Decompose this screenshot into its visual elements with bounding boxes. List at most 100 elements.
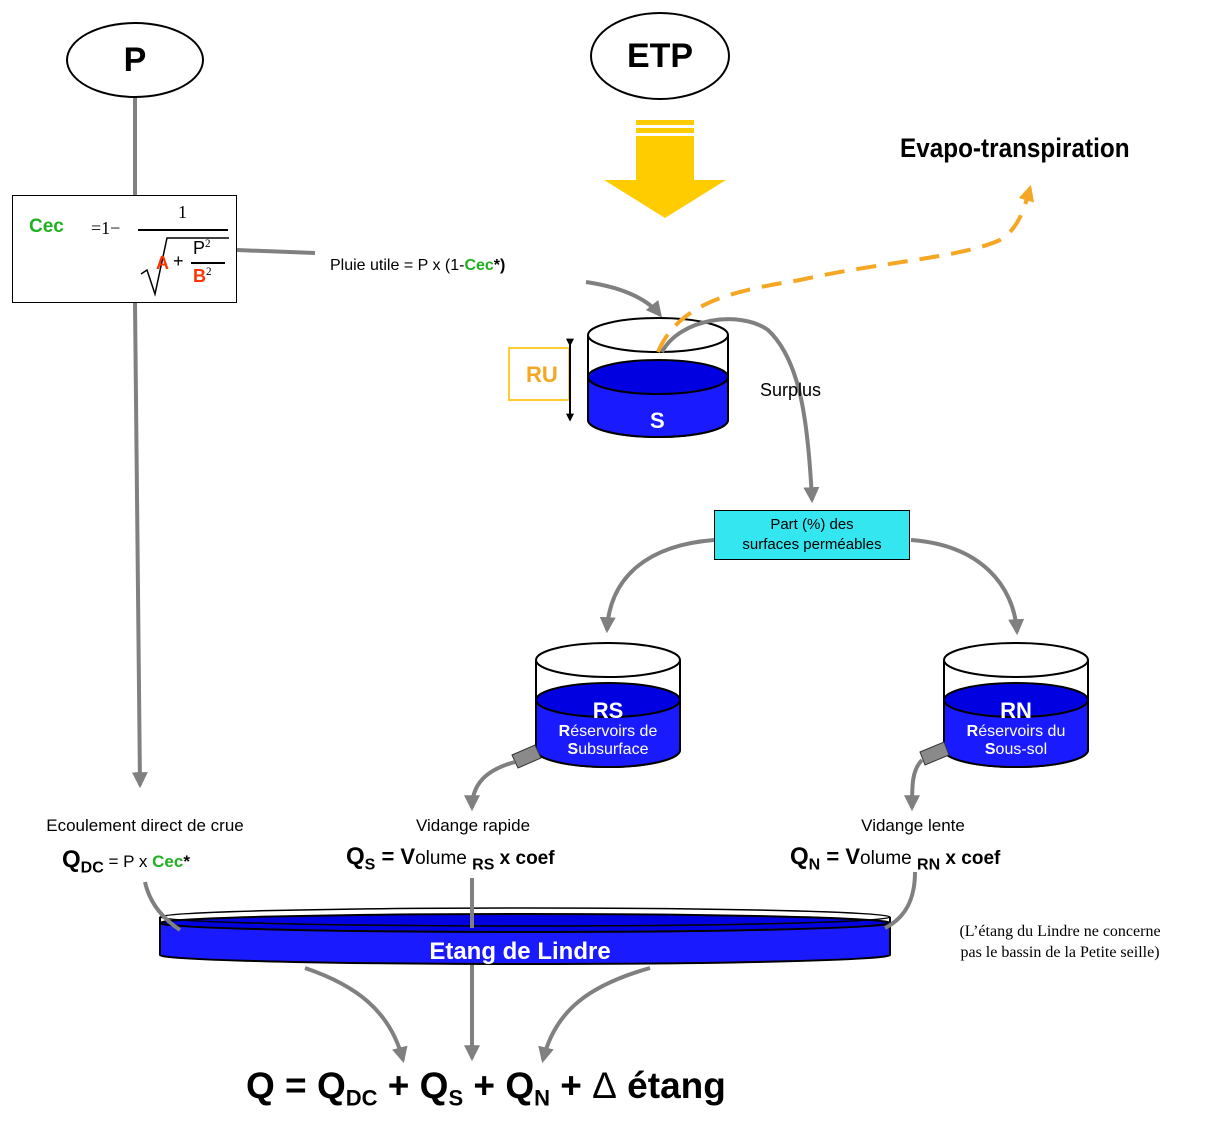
- qdc-formula: QDC = P x Cec*: [62, 846, 190, 878]
- surplus-arrow: [660, 317, 820, 504]
- etp-arrow-icon: [604, 120, 726, 218]
- etp-label: ETP: [626, 36, 694, 75]
- qs-eq: =: [375, 844, 401, 869]
- rs-l2: ubsurface: [578, 741, 649, 758]
- part-to-rn-arrow: [910, 538, 1025, 636]
- final-p3: +: [550, 1065, 593, 1106]
- pluie-utile-label: Pluie utile = P x (1-Cec*): [330, 257, 505, 275]
- qdc-caption: Ecoulement direct de crue: [46, 816, 244, 835]
- rn-label: RN Réservoirs du Sous-sol: [944, 699, 1088, 759]
- qdc-q: Q: [62, 846, 81, 873]
- qn-formula: QN = Volume RN x coef: [790, 843, 1000, 875]
- pluie-suffix: *): [493, 257, 506, 274]
- part-box: Part (%) des surfaces perméables: [714, 510, 910, 560]
- final-dc: DC: [345, 1085, 378, 1111]
- etp-oval: ETP: [590, 12, 730, 100]
- qdc-to-lake-line: [143, 881, 182, 932]
- final-p2: + Q: [463, 1065, 535, 1106]
- rn-line1: Réservoirs du: [944, 723, 1088, 741]
- etang-note-line1: (L’étang du Lindre ne concerne: [959, 923, 1161, 940]
- etang-lake-icon: [159, 907, 891, 965]
- formula-cec: Cec: [29, 216, 64, 237]
- rn-l1-b: R: [966, 723, 979, 740]
- rn-title: RN: [1000, 698, 1032, 723]
- qs-vsub: RS: [472, 856, 495, 874]
- qn-vol: olume: [860, 848, 918, 869]
- part-line1: Part (%) des: [770, 516, 854, 533]
- etang-label: Etang de Lindre: [429, 938, 611, 965]
- qdc-star: *: [183, 852, 190, 871]
- pluie-cec: Cec: [464, 257, 494, 274]
- p-oval: P: [66, 22, 204, 98]
- p-to-qdc-arrow: [131, 302, 148, 789]
- qn-q: Q: [790, 843, 809, 870]
- qn-sub: N: [808, 856, 821, 874]
- qs-caption: Vidange rapide: [415, 816, 531, 835]
- qs-coef: x coef: [494, 848, 555, 869]
- soil-reservoir-icon: [587, 317, 729, 438]
- rs-l1-b: R: [558, 723, 571, 740]
- rs-title: RS: [592, 698, 624, 723]
- left-to-q-arrow: [304, 966, 408, 1064]
- rn-l2-b: S: [984, 741, 996, 758]
- formula-eq: =1−: [91, 218, 121, 238]
- formula-p: P2: [193, 238, 211, 259]
- ru-label: RU: [526, 362, 558, 387]
- pluie-prefix: Pluie utile = P x (1-: [330, 257, 465, 274]
- final-s: S: [448, 1085, 464, 1111]
- qs-vol: olume: [415, 848, 473, 869]
- evapo-label: Evapo-transpiration: [900, 133, 1130, 163]
- qs-sub: S: [364, 856, 376, 874]
- right-to-q-arrow: [538, 966, 651, 1064]
- qdc-cec: Cec: [152, 852, 184, 871]
- surplus-label: Surplus: [760, 380, 822, 400]
- formula-p-letter: P: [193, 238, 206, 258]
- formula-p-exp: 2: [205, 238, 211, 250]
- part-to-rs-arrow: [599, 538, 715, 634]
- formula-a: A: [156, 253, 169, 273]
- etang-note-line2: pas le bassin de la Petite seille): [960, 944, 1160, 961]
- formula-b-letter: B: [193, 266, 206, 286]
- rs-outflow-arrow: [464, 760, 516, 812]
- qdc-sub: DC: [80, 859, 104, 877]
- s-label: S: [650, 408, 665, 433]
- formula-numerator: 1: [178, 202, 187, 222]
- sqrt-icon: [140, 237, 229, 297]
- formula-to-pluie-line: [236, 248, 316, 255]
- qn-coef: x coef: [940, 848, 1001, 869]
- formula-b-exp: 2: [206, 266, 212, 278]
- part-line2: surfaces perméables: [742, 536, 882, 553]
- rs-reservoir-icon: [511, 642, 681, 769]
- formula-box: Cec =1− 1 A + P2 B2: [12, 195, 237, 303]
- qs-v: V: [400, 844, 416, 869]
- final-equation: Q = QDC + QS + QN + Δ étang: [246, 1065, 726, 1112]
- etang-note: (L’étang du Lindre ne concerne pas le ba…: [915, 921, 1205, 963]
- rs-line2: Subsurface: [536, 741, 680, 759]
- final-delta: Δ: [592, 1065, 617, 1106]
- rs-label: RS Réservoirs de Subsurface: [536, 699, 680, 759]
- qn-to-lake-line: [884, 871, 917, 930]
- rn-reservoir-icon: [919, 642, 1089, 768]
- qn-vsub: RN: [917, 856, 941, 874]
- qn-eq: =: [820, 844, 846, 869]
- formula-fraction-bar: [138, 229, 228, 231]
- qs-formula: QS = Volume RS x coef: [346, 843, 555, 875]
- rn-l1: éservoirs du: [978, 723, 1066, 740]
- pluie-to-s-arrow: [585, 280, 663, 318]
- formula-b: B2: [193, 266, 212, 287]
- rs-l2-b: S: [567, 741, 579, 758]
- qdc-eq: = P x: [103, 852, 153, 871]
- qn-v: V: [845, 844, 860, 869]
- rn-outflow-arrow: [904, 758, 924, 812]
- p-label: P: [123, 40, 147, 79]
- rs-line1: Réservoirs de: [536, 723, 680, 741]
- rn-l2: ous-sol: [995, 741, 1048, 758]
- final-q: Q = Q: [246, 1065, 346, 1106]
- evapo-dashed-arrow: [656, 184, 1035, 353]
- final-p1: + Q: [377, 1065, 449, 1106]
- final-n: N: [534, 1085, 550, 1111]
- rs-l1: éservoirs de: [570, 723, 658, 740]
- qs-q: Q: [346, 843, 365, 870]
- qn-caption: Vidange lente: [861, 816, 965, 835]
